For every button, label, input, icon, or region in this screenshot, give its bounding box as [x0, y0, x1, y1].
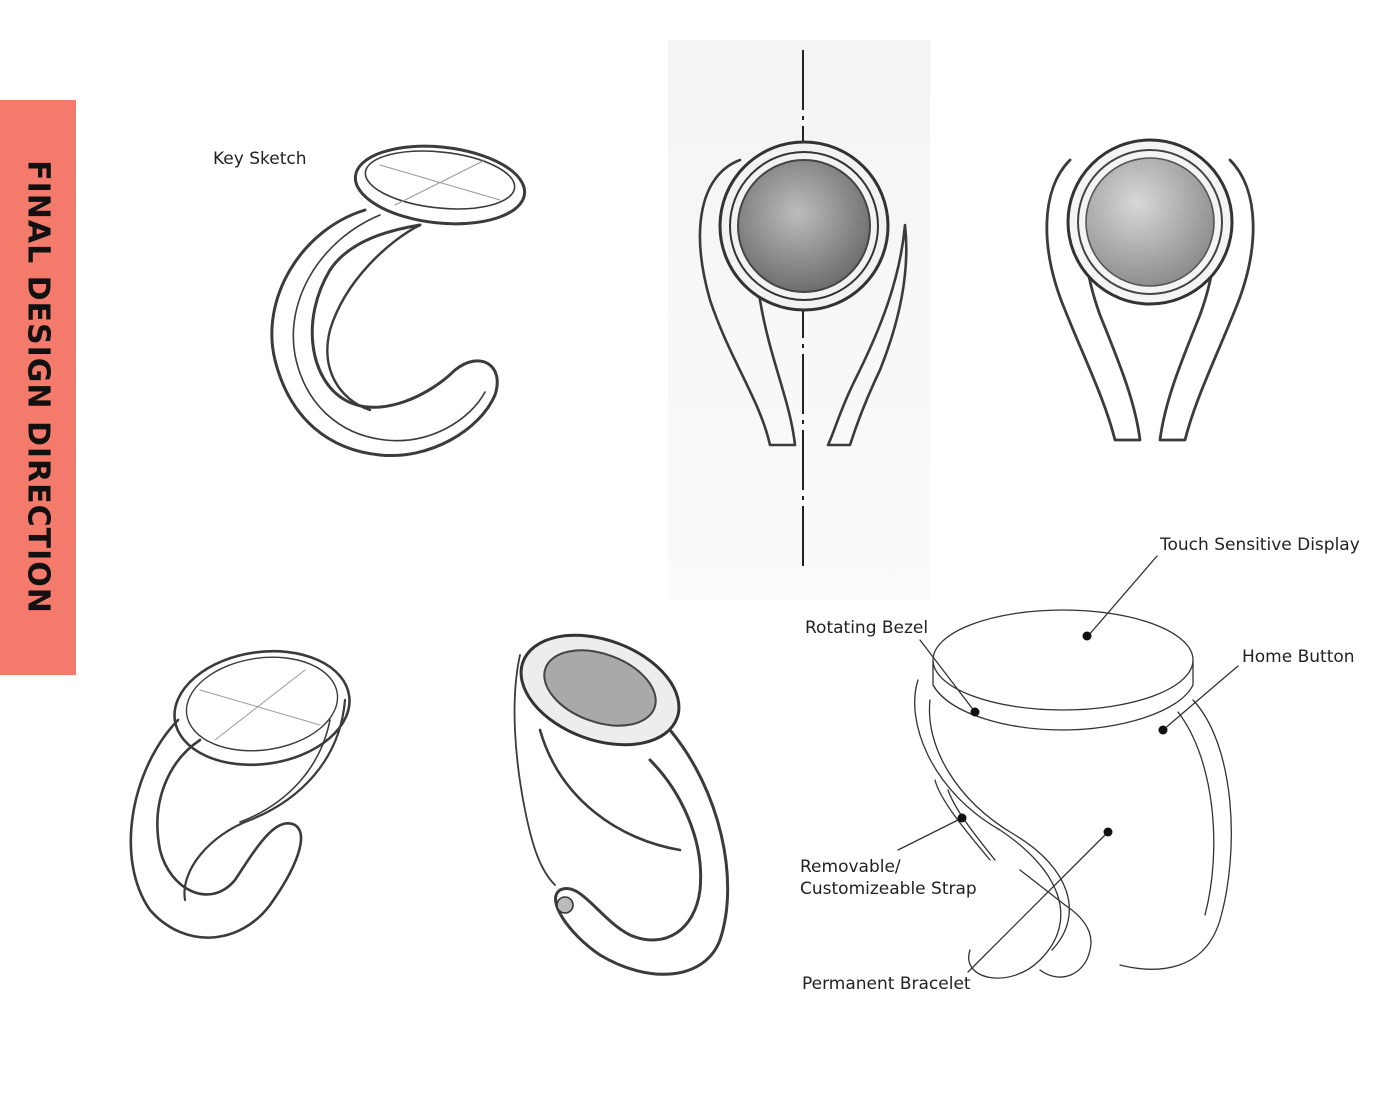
annotated-line-drawing — [914, 609, 1232, 979]
perspective-sketch-left — [129, 649, 351, 939]
front-view-left — [698, 50, 908, 570]
rotating-bezel-label: Rotating Bezel — [805, 618, 929, 638]
title-banner: FINAL DESIGN DIRECTION — [0, 100, 76, 675]
removable-strap-label-line1: Removable/ — [800, 857, 901, 877]
annotation-leaders — [897, 555, 1239, 973]
front-view-right — [1045, 138, 1255, 442]
key-sketch-label: Key Sketch — [213, 149, 307, 169]
key-sketch-drawing — [270, 144, 527, 458]
permanent-bracelet-label: Permanent Bracelet — [802, 974, 971, 994]
removable-strap-label-line2: Customizeable Strap — [800, 879, 977, 899]
touch-display-label: Touch Sensitive Display — [1160, 535, 1360, 555]
paper-region — [668, 40, 930, 600]
home-button-label: Home Button — [1242, 647, 1355, 667]
perspective-sketch-chain — [513, 633, 730, 976]
